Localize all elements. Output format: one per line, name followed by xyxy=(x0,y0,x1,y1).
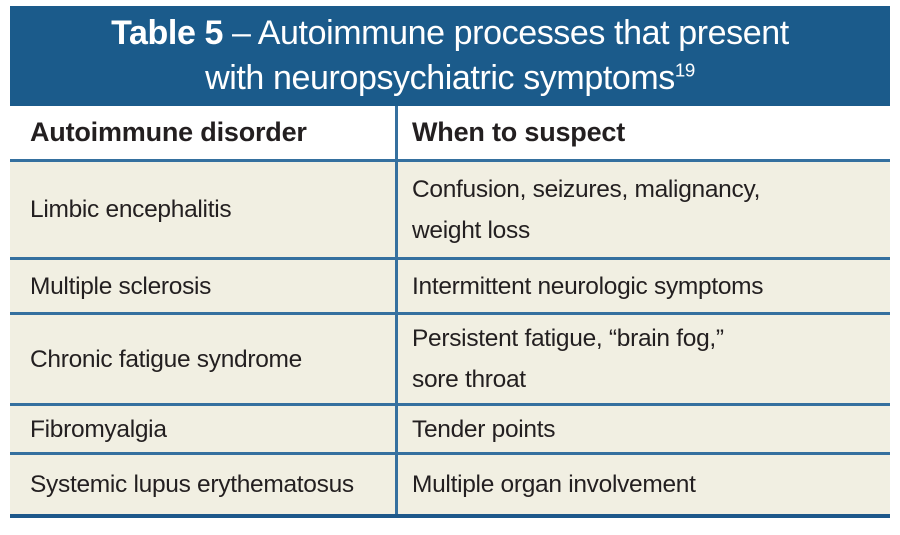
cell-disorder: Fibromyalgia xyxy=(30,415,167,443)
table-title-line2: with neuropsychiatric symptoms19 xyxy=(205,56,695,101)
cell-disorder: Chronic fatigue syndrome xyxy=(30,345,302,373)
table-title-text: – Autoimmune processes that present xyxy=(223,14,789,52)
table-title-band: Table 5 – Autoimmune processes that pres… xyxy=(10,6,890,106)
table-title-line2-text: with neuropsychiatric symptoms xyxy=(205,59,675,97)
reference-superscript: 19 xyxy=(674,59,695,81)
cell-when-to-suspect: Multiple organ involvement xyxy=(395,455,890,514)
table-title-line1: Table 5 – Autoimmune processes that pres… xyxy=(111,11,789,56)
table-figure: Table 5 – Autoimmune processes that pres… xyxy=(10,6,890,518)
cell-when-to-suspect: Persistent fatigue, “brain fog,” sore th… xyxy=(395,315,890,403)
table-row: Limbic encephalitis Confusion, seizures,… xyxy=(10,159,890,257)
cell-when-to-suspect: Intermittent neurologic symptoms xyxy=(395,260,890,312)
table-header-row: Autoimmune disorder When to suspect xyxy=(10,106,890,159)
column-header-disorder: Autoimmune disorder xyxy=(30,117,307,147)
column-header-when-to-suspect: When to suspect xyxy=(395,106,890,159)
cell-disorder: Limbic encephalitis xyxy=(30,196,232,223)
cell-disorder: Systemic lupus erythematosus xyxy=(30,471,354,498)
cell-disorder: Multiple sclerosis xyxy=(30,272,212,300)
cell-when-to-suspect: Tender points xyxy=(395,406,890,452)
table-row: Multiple sclerosis Intermittent neurolog… xyxy=(10,257,890,312)
autoimmune-table: Autoimmune disorder When to suspect Limb… xyxy=(10,106,890,518)
cell-when-to-suspect: Confusion, seizures, malignancy, weight … xyxy=(395,162,890,257)
table-number: Table 5 xyxy=(111,14,224,52)
table-row: Fibromyalgia Tender points xyxy=(10,403,890,452)
table-row: Chronic fatigue syndrome Persistent fati… xyxy=(10,312,890,403)
table-row: Systemic lupus erythematosus Multiple or… xyxy=(10,452,890,518)
